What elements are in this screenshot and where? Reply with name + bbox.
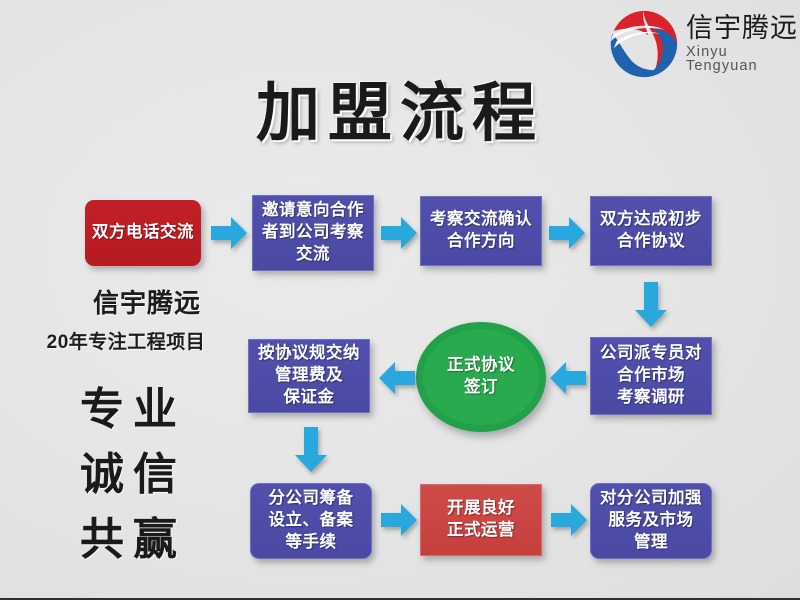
flow-node-9-label: 开展良好正式运营 bbox=[447, 499, 515, 539]
globe-logo-icon bbox=[610, 10, 678, 78]
slogan-line-1: 专业 bbox=[80, 385, 186, 434]
flow-node-3-label: 考察交流确认合作方向 bbox=[430, 210, 532, 250]
flow-node-9[interactable]: 开展良好正式运营 bbox=[420, 484, 542, 556]
flow-node-7-label: 按协议规交纳管理费及保证金 bbox=[258, 344, 360, 406]
brand-name: 信宇腾远 bbox=[92, 288, 201, 318]
flow-node-6-label: 正式协议签订 bbox=[447, 356, 515, 396]
flow-node-10[interactable]: 对分公司加强服务及市场管理 bbox=[590, 483, 712, 559]
flow-arrow-right-1 bbox=[209, 215, 249, 251]
flow-node-5-label: 公司派专员对合作市场考察调研 bbox=[600, 344, 702, 406]
flow-arrow-left-1 bbox=[548, 360, 588, 396]
flow-arrow-down-1 bbox=[633, 280, 669, 330]
flow-arrow-left-2 bbox=[377, 360, 417, 396]
flow-node-2[interactable]: 邀请意向合作者到公司考察交流 bbox=[252, 195, 374, 271]
flow-node-2-label: 邀请意向合作者到公司考察交流 bbox=[262, 201, 364, 263]
flow-node-5[interactable]: 公司派专员对合作市场考察调研 bbox=[590, 337, 712, 415]
flow-node-8-label: 分公司筹备设立、备案等手续 bbox=[268, 489, 354, 551]
flow-node-7[interactable]: 按协议规交纳管理费及保证金 bbox=[248, 339, 370, 413]
flow-arrow-right-5 bbox=[549, 502, 589, 538]
flow-arrow-right-3 bbox=[547, 215, 587, 251]
slogan-line-3: 共赢 bbox=[80, 515, 186, 564]
flow-node-6[interactable]: 正式协议签订 bbox=[416, 322, 546, 432]
flow-node-3[interactable]: 考察交流确认合作方向 bbox=[420, 196, 542, 266]
company-logo: 信宇腾远 Xinyu Tengyuan bbox=[608, 6, 798, 82]
flow-arrow-right-4 bbox=[379, 502, 419, 538]
flow-node-10-label: 对分公司加强服务及市场管理 bbox=[600, 489, 702, 551]
flow-arrow-right-2 bbox=[379, 215, 419, 251]
flow-node-8[interactable]: 分公司筹备设立、备案等手续 bbox=[250, 483, 372, 559]
flow-node-1-label: 双方电话交流 bbox=[92, 223, 194, 242]
flow-node-4-label: 双方达成初步合作协议 bbox=[600, 210, 702, 250]
logo-company-name-cn: 信宇腾远 bbox=[686, 12, 798, 43]
slogan-line-2: 诚信 bbox=[80, 450, 186, 499]
flow-node-1[interactable]: 双方电话交流 bbox=[85, 200, 201, 266]
flow-node-4[interactable]: 双方达成初步合作协议 bbox=[590, 196, 712, 266]
brand-tagline: 20年专注工程项目 bbox=[46, 332, 206, 353]
logo-company-name-en: Xinyu Tengyuan bbox=[686, 43, 758, 74]
page-title: 加盟流程 bbox=[256, 77, 544, 149]
flow-arrow-down-2 bbox=[293, 425, 329, 475]
logo-wordmark: 信宇腾远 Xinyu Tengyuan bbox=[686, 12, 798, 74]
